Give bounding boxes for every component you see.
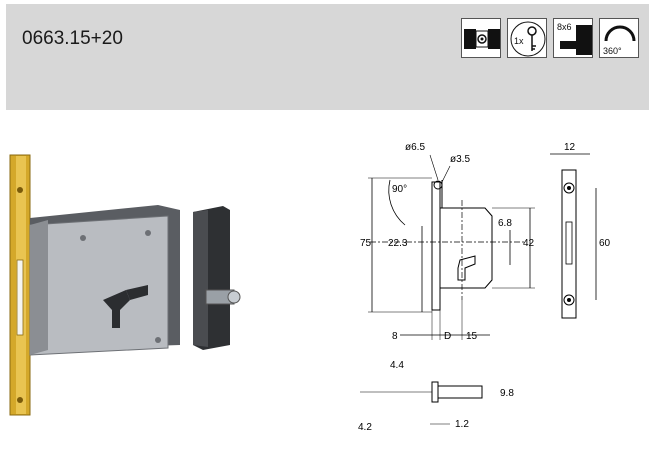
dim-d6-5: ø6.5 <box>405 142 425 153</box>
rotation-icon: 360° <box>599 18 639 58</box>
dim-22-3: 22.3 <box>388 238 408 249</box>
dim-15: 15 <box>466 331 478 342</box>
spindle-icon: 8x6 <box>553 18 593 58</box>
dim-8: 8 <box>392 331 398 342</box>
key-icon: 1x <box>507 18 547 58</box>
key-count-label: 1x <box>514 36 524 46</box>
dim-4-4: 4.4 <box>390 360 404 371</box>
rotation-label: 360° <box>603 46 622 56</box>
dim-D: D <box>444 331 451 342</box>
dim-42: 42 <box>523 238 535 249</box>
dim-12: 12 <box>564 142 576 153</box>
spindle-size-label: 8x6 <box>557 22 572 32</box>
dim-75: 75 <box>360 238 372 249</box>
header-bar: 0663.15+20 1x <box>6 4 649 110</box>
feature-icons: 1x 8x6 360° <box>461 18 639 58</box>
product-code: 0663.15+20 <box>22 28 123 49</box>
dim-4-2: 4.2 <box>358 422 372 433</box>
dim-6-8: 6.8 <box>498 218 512 229</box>
bolt-square-icon <box>461 18 501 58</box>
dim-90: 90° <box>392 184 407 195</box>
technical-drawing: 75 22.3 90° ø6.5 ø3.5 6.8 42 8 D 15 12 6… <box>358 142 611 433</box>
dim-60: 60 <box>599 238 611 249</box>
dim-1-2: 1.2 <box>455 419 469 430</box>
dim-d3-5: ø3.5 <box>450 154 470 165</box>
product-photo <box>9 154 241 416</box>
dim-9-8: 9.8 <box>500 388 514 399</box>
